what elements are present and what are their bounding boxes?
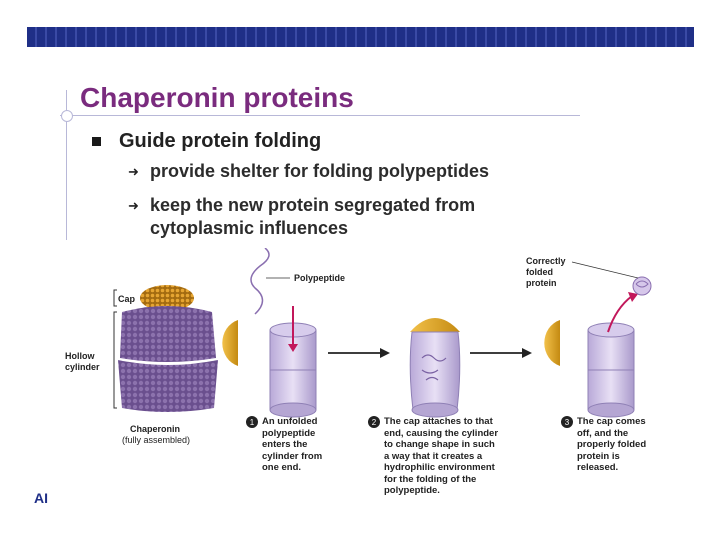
label-folded: folded: [526, 267, 553, 277]
svg-text:1: 1: [250, 418, 255, 427]
cap-model-shape: [140, 285, 194, 311]
label-chaperonin: Chaperonin: [130, 424, 181, 434]
step-2-text: The cap attaches to that end, causing th…: [384, 416, 499, 496]
sub-bullet-text: provide shelter for folding polypeptides: [150, 161, 490, 181]
svg-text:3: 3: [565, 418, 570, 427]
footer-label: AI: [34, 490, 48, 506]
label-cap: Cap: [118, 294, 136, 304]
decorative-horizontal-line: [60, 115, 580, 116]
step-3-text: The cap comes off, and the properly fold…: [577, 416, 647, 473]
chaperonin-figure: 1 2 3 Cap Hollow cylinder Chaperonin (fu…: [60, 247, 660, 523]
crosshair-ornament: [61, 110, 73, 122]
label-fully-assembled: (fully assembled): [122, 435, 191, 445]
label-cylinder: cylinder: [65, 362, 100, 372]
label-correctly: Correctly: [526, 256, 566, 266]
slide-title: Chaperonin proteins: [80, 82, 354, 113]
label-protein: protein: [526, 278, 557, 288]
chaperonin-diagram: 1 2 3: [113, 247, 652, 428]
square-bullet-icon: [92, 137, 101, 146]
sub-bullet: ➜ keep the new protein segregated from c…: [128, 194, 580, 240]
svg-text:2: 2: [372, 418, 377, 427]
main-bullet-text: Guide protein folding: [119, 130, 322, 152]
sub-bullet-text: keep the new protein segregated from cyt…: [150, 195, 476, 238]
main-bullet: Guide protein folding: [92, 130, 321, 153]
polypeptide-strand: [250, 247, 270, 315]
decorative-vertical-line: [66, 90, 67, 240]
top-banner-bar: [27, 27, 694, 47]
label-hollow: Hollow: [65, 351, 95, 361]
arrow-bullet-icon: ➜: [128, 164, 139, 179]
label-polypeptide: Polypeptide: [294, 273, 346, 283]
sub-bullet: ➜ provide shelter for folding polypeptid…: [128, 160, 580, 183]
arrow-bullet-icon: ➜: [128, 198, 139, 213]
step-1-text: An unfolded polypeptide enters the cylin…: [262, 416, 323, 473]
